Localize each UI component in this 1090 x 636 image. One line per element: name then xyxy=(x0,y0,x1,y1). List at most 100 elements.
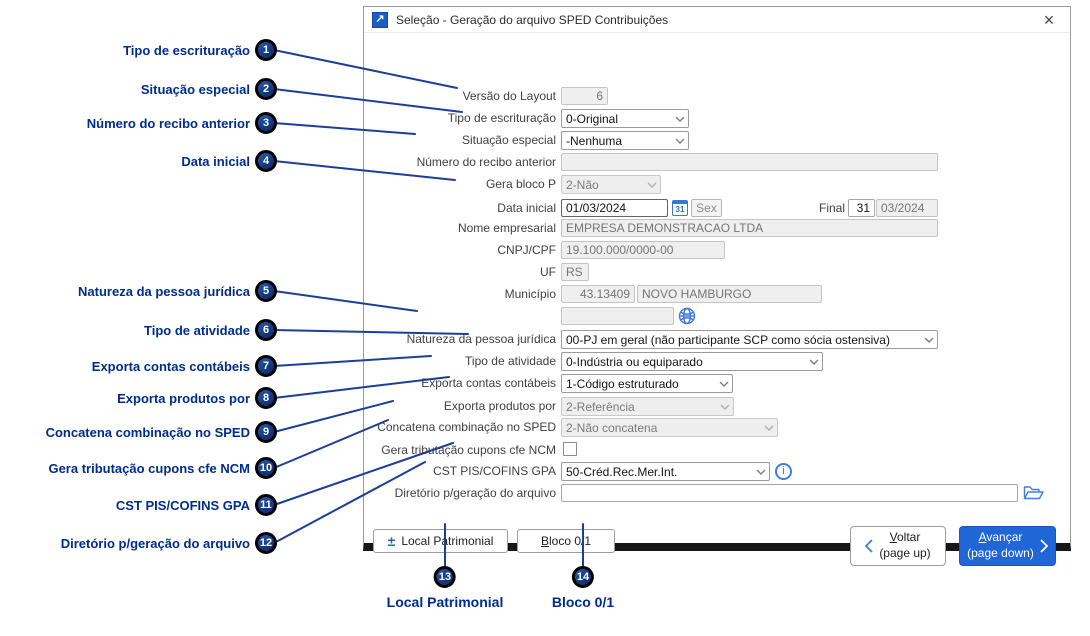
gera-tributacao-label: Gera tributação cupons cfe NCM xyxy=(381,443,556,457)
situacao-especial-select[interactable]: -Nenhuma xyxy=(561,131,689,150)
local-patrimonial-button[interactable]: ± Local Patrimonial xyxy=(373,529,508,553)
tipo-escrituracao-label: Tipo de escrituração xyxy=(447,111,556,125)
numero-recibo-field xyxy=(561,153,938,171)
nome-empresarial-field: EMPRESA DEMONSTRACAO LTDA xyxy=(561,219,938,237)
folder-open-icon[interactable] xyxy=(1022,483,1044,502)
tipo-atividade-value: 0-Indústria ou equiparado xyxy=(566,354,703,369)
callout: Tipo de atividade 6 xyxy=(144,316,277,344)
callout: Diretório p/geração do arquivo 12 xyxy=(61,529,277,557)
dialog-titlebar[interactable]: ↗ Seleção - Geração do arquivo SPED Cont… xyxy=(364,7,1070,33)
chevron-down-icon xyxy=(675,116,685,122)
chevron-down-icon xyxy=(675,138,685,144)
weekday-button: Sex xyxy=(691,199,722,217)
callout-badge: 13 xyxy=(433,566,456,588)
callout-label: Situação especial xyxy=(140,81,250,97)
cnpj-cpf-field: 19.100.000/0000-00 xyxy=(561,241,725,259)
globe-icon[interactable] xyxy=(677,306,696,325)
diretorio-label: Diretório p/geração do arquivo xyxy=(394,486,556,500)
callout-label: Data inicial xyxy=(181,153,250,169)
callout-label: Exporta contas contábeis xyxy=(91,358,250,374)
callout-badge: 12 xyxy=(255,532,277,554)
concatena-select: 2-Não concatena xyxy=(561,418,778,437)
cnpj-cpf-label: CNPJ/CPF xyxy=(497,243,556,257)
callout-label: Bloco 0/1 xyxy=(551,594,615,610)
municipio-name-field: NOVO HAMBURGO xyxy=(637,285,822,303)
exporta-contas-value: 1-Código estruturado xyxy=(566,376,679,391)
data-final-day-field[interactable]: 31 xyxy=(848,199,875,217)
callout: Exporta produtos por 8 xyxy=(117,384,277,412)
tipo-atividade-select[interactable]: 0-Indústria ou equiparado xyxy=(561,352,823,371)
data-inicial-label: Data inicial xyxy=(497,201,556,215)
uf-field: RS xyxy=(561,263,589,281)
versao-layout-label: Versão do Layout xyxy=(462,89,556,103)
callout-label: Tipo de escrituração xyxy=(123,42,250,58)
callout-label: Gera tributação cupons cfe NCM xyxy=(48,460,250,476)
calendar-icon[interactable]: 31 xyxy=(672,200,688,216)
data-inicial-field[interactable]: 01/03/2024 xyxy=(561,199,668,217)
gera-tributacao-checkbox[interactable] xyxy=(563,442,577,456)
numero-recibo-label: Número do recibo anterior xyxy=(416,155,556,169)
callout: Gera tributação cupons cfe NCM 10 xyxy=(48,454,277,482)
chevron-down-icon xyxy=(647,182,657,188)
voltar-sub: (page up) xyxy=(879,546,931,560)
exporta-produtos-select: 2-Referência xyxy=(561,397,734,416)
callout-badge: 10 xyxy=(255,457,277,479)
info-icon[interactable]: i xyxy=(775,463,792,480)
situacao-especial-value: -Nenhuma xyxy=(566,133,623,148)
versao-layout-field: 6 xyxy=(561,87,608,105)
cst-select[interactable]: 50-Créd.Rec.Mer.Int. xyxy=(561,462,770,481)
exporta-contas-select[interactable]: 1-Código estruturado xyxy=(561,374,733,393)
bloco-rest: loco 0/1 xyxy=(548,534,592,548)
callout-label: Exporta produtos por xyxy=(117,390,250,406)
natureza-value: 00-PJ em geral (não participante SCP com… xyxy=(566,332,890,347)
callout: Exporta contas contábeis 7 xyxy=(92,352,277,380)
callout-label: CST PIS/COFINS GPA xyxy=(115,497,250,513)
municipio-code-field: 43.13409 xyxy=(561,285,635,303)
sped-dialog: ↗ Seleção - Geração do arquivo SPED Cont… xyxy=(363,6,1071,566)
bloco-button-label: Bloco 0/1 xyxy=(541,534,591,548)
exporta-contas-label: Exporta contas contábeis xyxy=(421,376,556,390)
chevron-down-icon xyxy=(924,337,934,343)
callout-label: Diretório p/geração do arquivo xyxy=(60,535,250,551)
gera-bloco-p-label: Gera bloco P xyxy=(485,177,556,191)
avancar-button[interactable]: Avançar(page down) xyxy=(959,526,1056,566)
chevron-down-icon xyxy=(720,404,730,410)
data-final-label: Final xyxy=(818,201,845,215)
callout: 14 Bloco 0/1 xyxy=(552,566,614,610)
natureza-select[interactable]: 00-PJ em geral (não participante SCP com… xyxy=(561,330,938,349)
callout-label: Natureza da pessoa jurídica xyxy=(78,283,250,299)
callout-badge: 7 xyxy=(255,355,277,377)
callout: 13 Local Patrimonial xyxy=(387,566,503,610)
diretorio-field[interactable] xyxy=(561,484,1018,502)
callout-badge: 5 xyxy=(255,280,277,302)
voltar-mnemonic: V xyxy=(889,530,897,545)
dialog-title: Seleção - Geração do arquivo SPED Contri… xyxy=(396,12,669,27)
plus-icon: ± xyxy=(387,533,396,549)
chevron-right-icon xyxy=(1040,539,1048,553)
gera-bloco-p-select: 2-Não xyxy=(561,175,661,194)
callout-badge: 3 xyxy=(255,112,277,134)
callout-badge: 14 xyxy=(572,566,594,588)
callout-badge: 9 xyxy=(255,421,277,443)
callout-label: Número do recibo anterior xyxy=(86,115,250,131)
bloco-button[interactable]: Bloco 0/1 xyxy=(517,529,615,553)
concatena-label: Concatena combinação no SPED xyxy=(377,420,556,434)
close-icon[interactable]: × xyxy=(1043,9,1055,30)
tipo-escrituracao-value: 0-Original xyxy=(566,111,619,126)
voltar-button[interactable]: Voltar(page up) xyxy=(850,526,946,566)
cst-label: CST PIS/COFINS GPA xyxy=(433,464,556,478)
concatena-value: 2-Não concatena xyxy=(566,420,658,435)
avancar-rest: vançar xyxy=(986,530,1023,545)
callout-label: Tipo de atividade xyxy=(144,322,250,338)
callout-badge: 8 xyxy=(255,387,277,409)
chevron-down-icon xyxy=(756,469,766,475)
tipo-escrituracao-select[interactable]: 0-Original xyxy=(561,109,689,128)
exporta-produtos-label: Exporta produtos por xyxy=(443,399,556,413)
nome-empresarial-label: Nome empresarial xyxy=(457,221,556,235)
callout-badge: 6 xyxy=(255,319,277,341)
